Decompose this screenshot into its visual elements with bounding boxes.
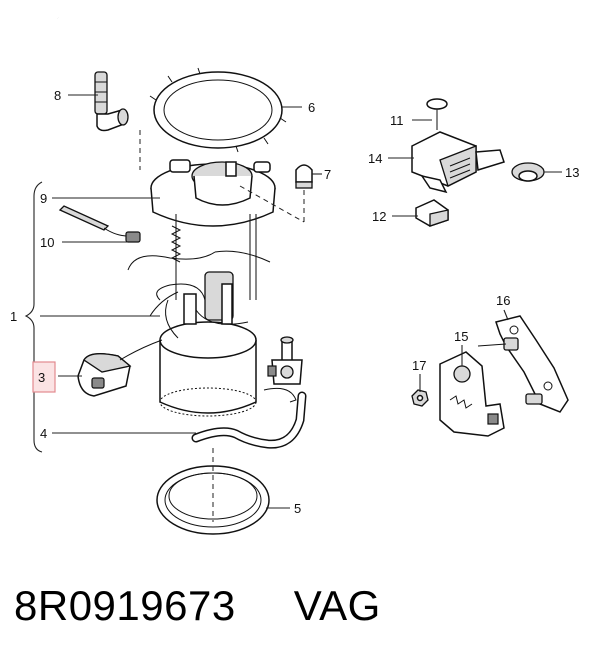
highlight-box xyxy=(32,361,56,393)
part-caption: 8R0919673 VAG xyxy=(14,576,594,636)
callout-4: 4 xyxy=(40,426,47,441)
exploded-parts-diagram: 8 6 7 9 10 1 3 4 5 11 14 12 13 16 15 17 xyxy=(10,16,579,535)
callout-3: 3 xyxy=(38,370,45,385)
leader-lines xyxy=(40,94,562,509)
bracket-part-16 xyxy=(477,315,569,413)
callout-15: 15 xyxy=(454,329,468,344)
callout-12: 12 xyxy=(372,209,386,224)
fuel-pump-assembly xyxy=(127,159,303,417)
callout-7: 7 xyxy=(324,167,331,182)
clip-part-12 xyxy=(415,199,449,227)
callout-labels: 8 6 7 9 10 1 3 4 5 11 14 12 13 16 15 17 xyxy=(10,88,579,516)
fuel-hose-part-8 xyxy=(57,16,129,132)
control-unit-part-14 xyxy=(411,98,505,194)
callout-10: 10 xyxy=(40,235,54,250)
cable-part-10 xyxy=(58,205,141,243)
nut-part-17 xyxy=(411,389,429,407)
callout-14: 14 xyxy=(368,151,382,166)
connector-part-3 xyxy=(77,339,163,397)
callout-6: 6 xyxy=(308,100,315,115)
part-number: 8R0919673 xyxy=(14,582,236,629)
hose-part-4 xyxy=(191,391,307,449)
callout-17: 17 xyxy=(412,358,426,373)
callout-9: 9 xyxy=(40,191,47,206)
cap-part-7 xyxy=(295,164,313,189)
brand-name: VAG xyxy=(293,582,381,629)
callout-16: 16 xyxy=(496,293,510,308)
callout-5: 5 xyxy=(294,501,301,516)
sensor-part-15 xyxy=(439,351,505,437)
locking-ring-part-6 xyxy=(149,67,287,153)
callout-11: 11 xyxy=(390,113,404,128)
grommet-part-13 xyxy=(511,162,545,182)
callout-13: 13 xyxy=(565,165,579,180)
callout-8: 8 xyxy=(54,88,61,103)
seal-ring-part-5 xyxy=(156,465,270,535)
callout-1: 1 xyxy=(10,309,17,324)
